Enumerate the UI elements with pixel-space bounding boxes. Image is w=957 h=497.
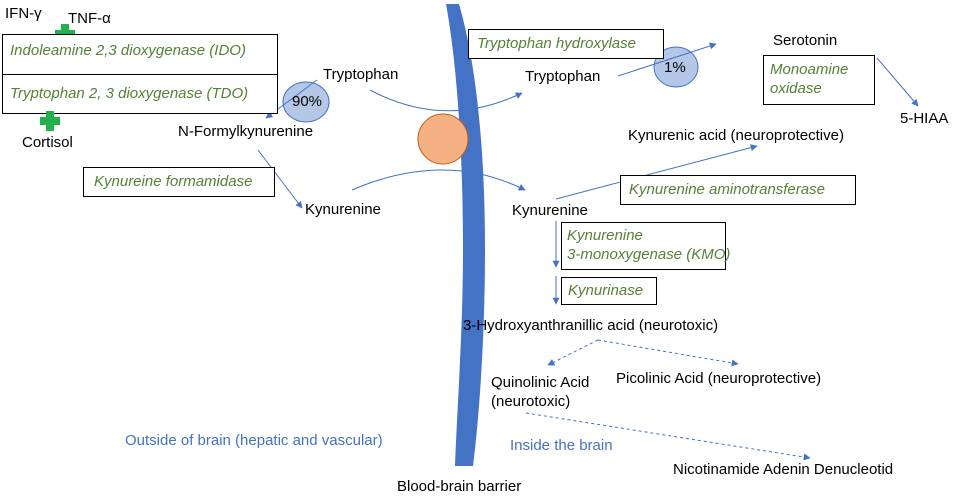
arrow-nformyl-to-kynurenine [257, 149, 303, 209]
percent-bubble-1 [653, 46, 699, 88]
monoamine-oxidase-box [763, 55, 875, 105]
picolinic-acid-label: Picolinic Acid (neuroprotective) [616, 370, 822, 387]
percent-bubble-90 [282, 81, 330, 123]
blood-brain-barrier-label: Blood-brain barrier [397, 478, 522, 495]
arrow-kynurenine-across-barrier [351, 169, 526, 191]
tryptophan-outside: Tryptophan [323, 66, 399, 83]
arrow-tryptophan-to-serotonin [617, 42, 717, 77]
transporter-circle [417, 113, 469, 165]
n-formylkynurenine-label: N-Formylkynurenine [178, 123, 314, 140]
kmo-line1: Kynurenine [567, 227, 643, 244]
kynurenine-aminotransferase-box: Kynurenine aminotransferase [620, 175, 856, 205]
kynurenine-inside: Kynurenine [512, 202, 588, 219]
dashed-arrow-to-picolinic [597, 339, 739, 367]
inside-brain-region-label: Inside the brain [510, 437, 613, 454]
hydroxyanthranilic-acid-label: 3-Hydroxyanthranillic acid (neurotoxic) [463, 317, 719, 334]
arrow-tryptophan-across-barrier [369, 89, 523, 112]
tryptophan-inside: Tryptophan [525, 68, 601, 85]
percent-90-label: 90% [292, 93, 323, 110]
arrow-serotonin-to-hiaa [876, 57, 919, 107]
quinolinic-acid-line2: (neurotoxic) [491, 393, 571, 410]
kynureine-formamidase-box: Kynureine formamidase [83, 167, 275, 197]
serotonin-label: Serotonin [773, 32, 838, 49]
five-hiaa-label: 5-HIAA [900, 110, 949, 127]
monoamine-oxidase-line1: Monoamine [770, 61, 849, 78]
tnf-alpha-label: TNF-α [68, 10, 111, 27]
arrow-kynurenine-to-kynurenic [555, 144, 758, 200]
tryptophan-hydroxylase-box: Tryptophan hydroxylase [468, 29, 664, 59]
outside-brain-region-label: Outside of brain (hepatic and vascular) [125, 432, 383, 449]
monoamine-oxidase-line2: oxidase [770, 80, 822, 97]
ido-enzyme: Indoleamine 2,3 dioxygenase (IDO) [10, 42, 246, 59]
kynurenic-acid-label: Kynurenic acid (neuroprotective) [628, 127, 844, 144]
ifn-gamma-label: IFN-γ [5, 5, 42, 22]
kmo-box [561, 222, 726, 270]
dashed-arrow-to-quinolinic [547, 339, 599, 366]
kmo-line2: 3-monoxygenase (KMO) [567, 246, 731, 263]
kynurinase-box: Kynurinase [561, 277, 657, 305]
percent-1-label: 1% [664, 59, 686, 76]
ido-tdo-divider [2, 74, 278, 75]
cortisol-label: Cortisol [22, 134, 73, 151]
nad-label: Nicotinamide Adenin Denucleotid [673, 461, 894, 478]
kynurenine-outside: Kynurenine [305, 201, 381, 218]
plus-icon [40, 111, 60, 131]
quinolinic-acid-line1: Quinolinic Acid [491, 374, 590, 391]
tdo-enzyme: Tryptophan 2, 3 dioxygenase (TDO) [10, 85, 249, 102]
blood-brain-barrier-band [446, 4, 485, 466]
